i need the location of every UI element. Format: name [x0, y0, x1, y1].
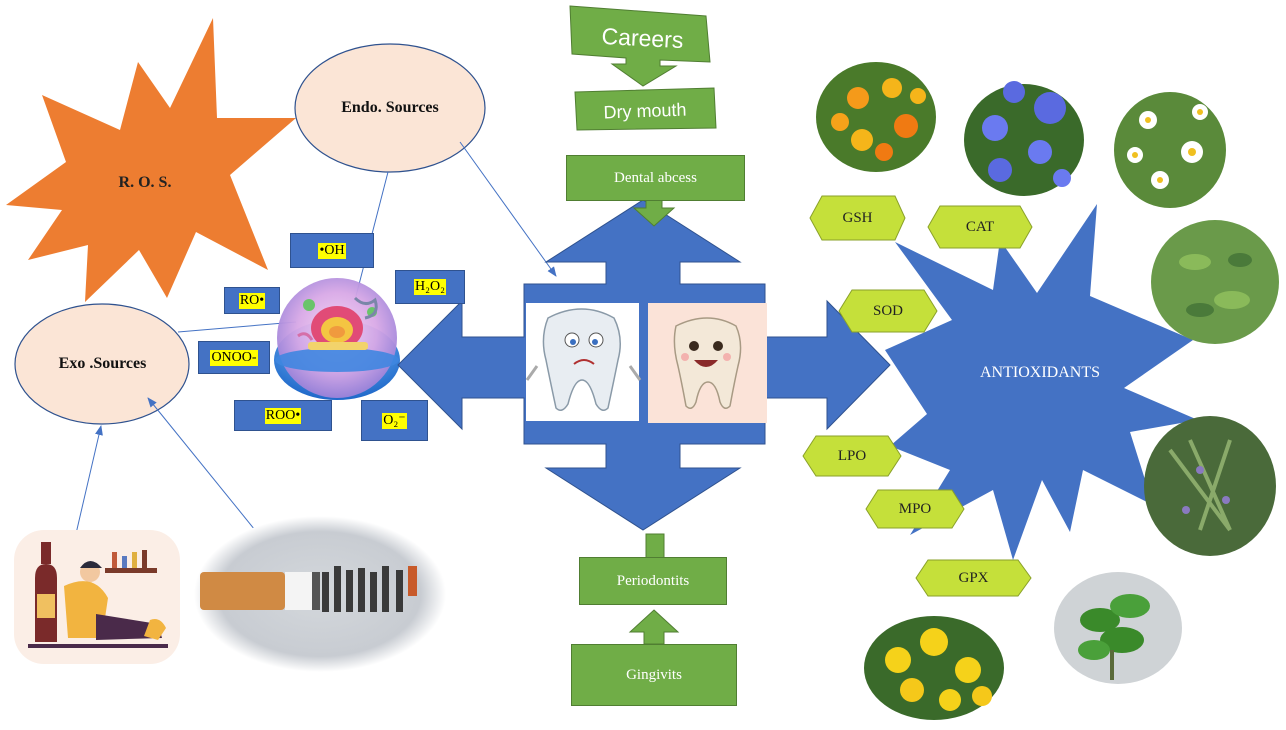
superoxide-box: O₂⁻ [361, 400, 428, 441]
cell-to-exo-line [177, 321, 297, 333]
person-to-exo-arrow [74, 425, 103, 539]
careers-banner [569, 5, 711, 87]
hydroxyl-label: •OH [318, 242, 346, 259]
antioxidants-star [885, 204, 1198, 560]
endo-to-tooth-arrow [459, 141, 557, 277]
hydroxyl-box: •OH [290, 233, 374, 268]
careers-label: Careers [600, 22, 685, 53]
alkoxyl-box: RO• [224, 287, 280, 314]
endo-sources-label: Endo. Sources [341, 99, 439, 116]
rosemary-photo [1144, 416, 1276, 556]
ros-star [6, 18, 296, 302]
dry-mouth-label: Dry mouth [603, 99, 687, 122]
wine-bottle-person-image [14, 530, 180, 664]
peroxyl-box: ROO• [234, 400, 332, 431]
lpo-label: LPO [837, 447, 867, 464]
hexagons [802, 195, 1033, 597]
chamomile-photo [1114, 92, 1226, 208]
superoxide-label: O₂⁻ [382, 412, 407, 429]
cat-hexagon [927, 205, 1033, 249]
cat-label: CAT [965, 218, 995, 235]
alkoxyl-label: RO• [238, 292, 266, 309]
cell-image [274, 278, 400, 400]
flower-photos [816, 62, 1279, 720]
gingivitis-up-arrow [628, 609, 680, 645]
gsh-label: GSH [842, 209, 873, 226]
dandelion-photo [864, 616, 1004, 720]
periodontitis-box: Periodontits [579, 557, 727, 605]
ros-label: R. O. S. [118, 174, 172, 191]
central-cross-arrow [397, 199, 891, 531]
mpo-label: MPO [898, 500, 932, 517]
chicory-photo [964, 81, 1084, 196]
peroxynitrite-label: ONOO- [210, 349, 258, 366]
hydrogen-peroxide-label: H₂O₂ [414, 279, 446, 295]
exo-sources-label: Exo .Sources [58, 355, 147, 372]
exo-sources-ellipse [14, 303, 190, 425]
calendula-photo [816, 62, 936, 172]
peroxyl-label: ROO• [264, 407, 302, 424]
gsh-hexagon [809, 195, 906, 241]
dry-mouth-banner [574, 87, 717, 131]
gingivitis-box: Gingivits [571, 644, 737, 706]
sad-tooth-image [525, 303, 642, 421]
smoke-to-exo-arrow [147, 397, 256, 531]
happy-tooth-image [648, 303, 767, 423]
gpx-label: GPX [958, 569, 989, 586]
abcess-down-arrow [632, 199, 676, 227]
mint-photo [1054, 572, 1182, 684]
antioxidants-label: ANTIOXIDANTS [980, 364, 1100, 381]
lpo-hexagon [802, 435, 902, 477]
cigarette-smoke-image [194, 516, 446, 672]
endo-sources-ellipse [294, 43, 486, 173]
hydrogen-peroxide-box: H₂O₂ [395, 270, 465, 304]
sod-label: SOD [872, 302, 903, 319]
herb-photo-top [1151, 220, 1279, 344]
sod-hexagon [838, 289, 938, 333]
mpo-hexagon [865, 489, 965, 529]
gpx-hexagon [915, 559, 1032, 597]
peroxynitrite-box: ONOO- [198, 341, 270, 374]
dental-abcess-box: Dental abcess [566, 155, 745, 201]
